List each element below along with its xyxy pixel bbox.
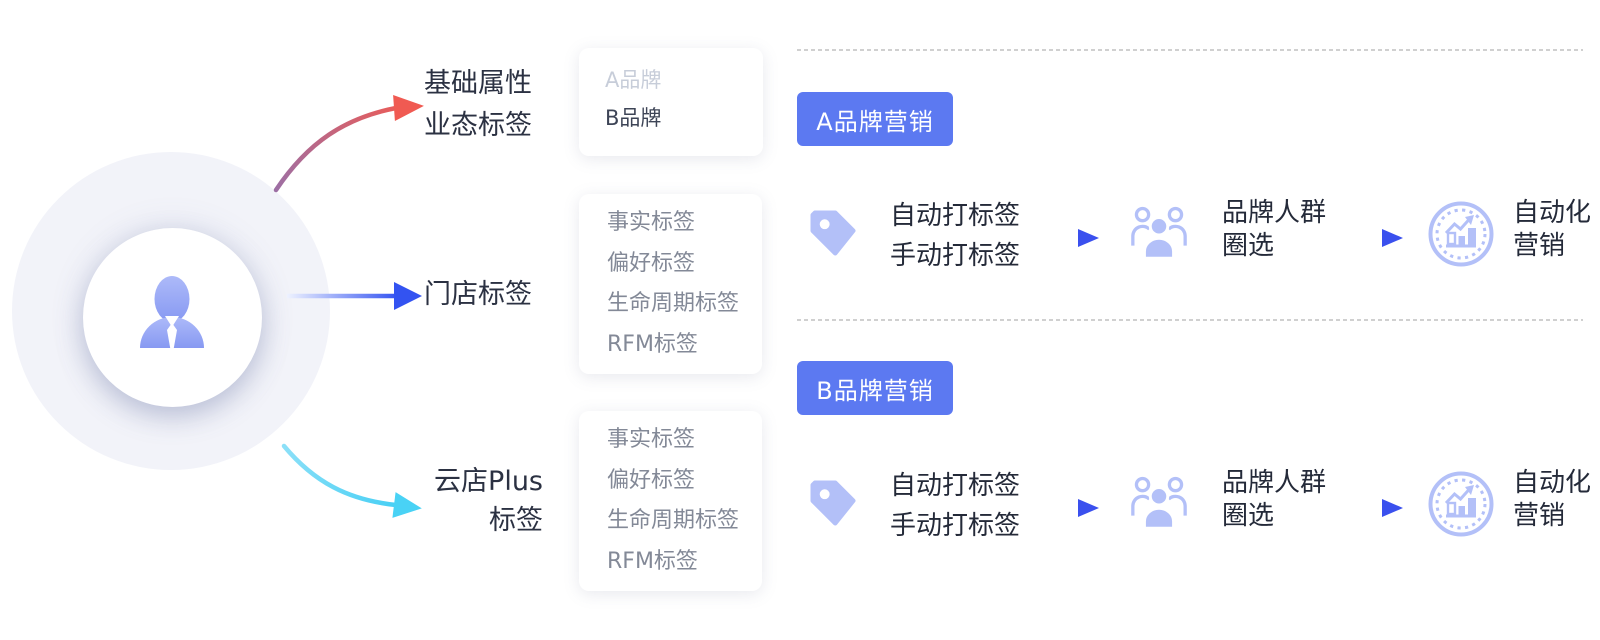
arrow-right-icon: [1338, 499, 1403, 517]
label-line: 门店标签: [424, 279, 532, 310]
audience-line: 圈选: [1222, 231, 1275, 261]
flow-row-brand-b: 自动打标签 手动打标签 品牌人群 圈选: [806, 466, 1600, 596]
flow-row-brand-a: 自动打标签 手动打标签 品牌人群 圈选: [806, 196, 1600, 326]
tag-item: A品牌: [605, 68, 662, 92]
tagging-line: 自动打标签: [890, 471, 1021, 501]
label-line: 基础属性: [424, 68, 532, 99]
audience-label: 品牌人群 圈选: [1222, 467, 1326, 533]
tag-icon: [810, 480, 856, 526]
source-arrows: [273, 95, 424, 518]
label-line: 云店Plus: [434, 466, 543, 497]
brand-b-marketing-button[interactable]: B品牌营销: [797, 361, 953, 415]
label-basic-attributes: 基础属性 业态标签: [388, 63, 568, 147]
tag-item: RFM标签: [607, 548, 698, 574]
tagging-label: 自动打标签 手动打标签: [890, 466, 1020, 546]
arrow-cloud-tags: [281, 443, 422, 518]
tagging-label: 自动打标签 手动打标签: [890, 196, 1020, 276]
arrow-basic-attributes: [273, 95, 424, 193]
section-divider: [797, 49, 1583, 51]
audience-label: 品牌人群 圈选: [1222, 197, 1326, 263]
tag-item: RFM标签: [607, 331, 698, 357]
tag-item: 偏好标签: [607, 250, 696, 276]
tag-item: 偏好标签: [607, 467, 696, 493]
users-group-icon: [1131, 476, 1187, 530]
users-group-icon: [1131, 206, 1187, 260]
tag-item: 生命周期标签: [607, 508, 740, 533]
cloud-tags-box: 事实标签 偏好标签 生命周期标签 RFM标签: [579, 411, 762, 591]
audience-line: 品牌人群: [1222, 198, 1327, 228]
user-icon: [140, 276, 204, 348]
tagging-line: 自动打标签: [890, 201, 1021, 231]
label-cloud-plus-tags: 云店Plus 标签: [388, 462, 543, 540]
arrow-right-icon: [1034, 229, 1099, 247]
label-line: 标签: [489, 505, 543, 536]
tagging-line: 手动打标签: [890, 511, 1021, 541]
tag-item: B品牌: [605, 106, 662, 130]
arrow-store-tags: [287, 282, 422, 310]
automation-line: 营销: [1513, 501, 1566, 531]
tag-icon: [810, 210, 856, 256]
automation-line: 自动化: [1513, 198, 1592, 228]
tag-item: 事实标签: [607, 427, 696, 452]
brand-tags-box: A品牌 B品牌: [579, 48, 763, 156]
section-divider: [797, 319, 1583, 321]
brand-a-marketing-button[interactable]: A品牌营销: [797, 92, 953, 146]
automation-label: 自动化 营销: [1513, 467, 1591, 533]
tag-item: 生命周期标签: [607, 291, 740, 316]
audience-line: 品牌人群: [1222, 468, 1327, 498]
label-line: 业态标签: [424, 110, 532, 141]
label-store-tags: 门店标签: [388, 280, 568, 310]
automation-line: 自动化: [1513, 468, 1592, 498]
marketing-chart-icon: [1428, 471, 1494, 537]
automation-label: 自动化 营销: [1513, 197, 1591, 263]
arrow-right-icon: [1338, 229, 1403, 247]
store-tags-box: 事实标签 偏好标签 生命周期标签 RFM标签: [579, 194, 762, 374]
audience-line: 圈选: [1222, 501, 1275, 531]
marketing-chart-icon: [1428, 201, 1494, 267]
tag-item: 事实标签: [607, 210, 696, 235]
tagging-line: 手动打标签: [890, 241, 1021, 271]
automation-line: 营销: [1513, 231, 1566, 261]
arrow-right-icon: [1034, 499, 1099, 517]
